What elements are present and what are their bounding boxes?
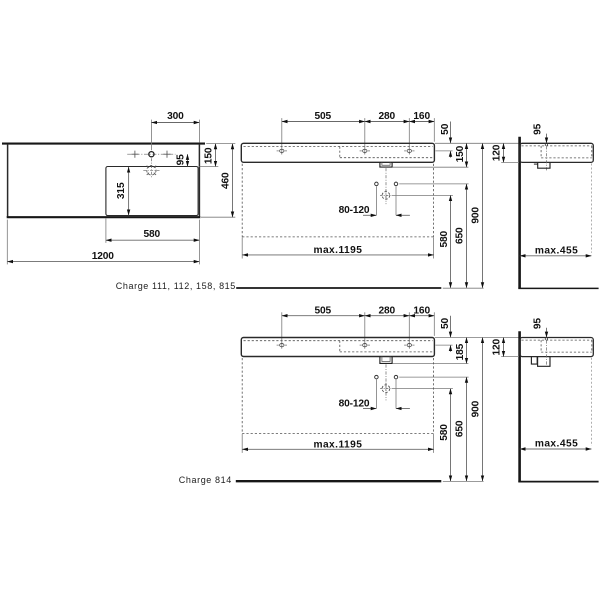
svg-text:max.1195: max.1195: [313, 440, 362, 451]
svg-text:460: 460: [220, 172, 231, 189]
svg-text:max.455: max.455: [535, 439, 578, 450]
svg-text:95: 95: [533, 318, 544, 330]
svg-text:Charge 111, 112, 158, 815: Charge 111, 112, 158, 815: [116, 281, 236, 291]
svg-text:160: 160: [413, 111, 430, 122]
svg-text:505: 505: [315, 305, 332, 316]
svg-text:50: 50: [440, 123, 451, 135]
svg-text:80-120: 80-120: [339, 398, 370, 409]
svg-text:650: 650: [455, 227, 466, 244]
svg-text:185: 185: [455, 343, 466, 360]
svg-text:300: 300: [167, 111, 184, 122]
svg-text:120: 120: [491, 144, 502, 161]
svg-text:580: 580: [439, 230, 450, 247]
svg-text:max.455: max.455: [535, 246, 578, 257]
svg-text:580: 580: [144, 229, 161, 240]
svg-text:650: 650: [455, 420, 466, 437]
svg-text:280: 280: [379, 305, 396, 316]
svg-text:315: 315: [116, 182, 127, 199]
svg-text:95: 95: [176, 154, 187, 166]
svg-text:580: 580: [439, 424, 450, 441]
svg-text:900: 900: [470, 400, 481, 417]
svg-text:80-120: 80-120: [339, 205, 370, 216]
svg-text:150: 150: [455, 145, 466, 162]
svg-text:900: 900: [470, 207, 481, 224]
svg-text:505: 505: [315, 111, 332, 122]
svg-text:280: 280: [379, 111, 396, 122]
svg-text:Charge 814: Charge 814: [179, 475, 232, 485]
svg-text:160: 160: [413, 305, 430, 316]
svg-text:1200: 1200: [92, 251, 115, 262]
svg-text:95: 95: [533, 123, 544, 135]
svg-text:max.1195: max.1195: [313, 245, 362, 256]
svg-text:50: 50: [440, 318, 451, 330]
svg-text:120: 120: [491, 338, 502, 355]
svg-text:150: 150: [203, 147, 214, 164]
